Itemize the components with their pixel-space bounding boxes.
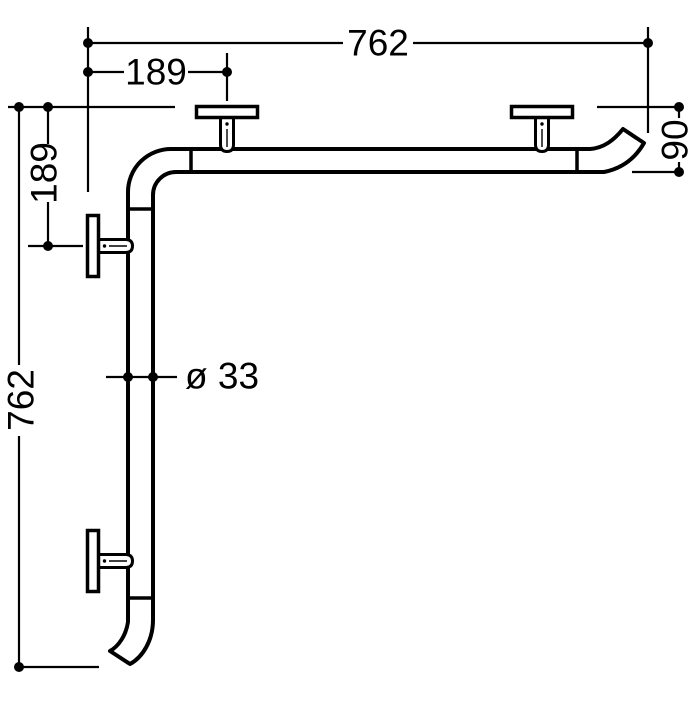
dimension-endpoint-dot <box>222 67 232 77</box>
dimension-endpoint-dot <box>14 662 24 672</box>
wall-flange-top-1 <box>194 104 260 154</box>
flange-plate <box>85 213 101 279</box>
dim-top-flange-offset-label: 189 <box>125 52 187 93</box>
flange-plate <box>194 104 260 120</box>
dimension-endpoint-dot <box>83 67 93 77</box>
dim-height-total-label: 762 <box>1 369 42 431</box>
dimension-endpoint-dot <box>14 102 24 112</box>
flange-plate <box>85 528 101 594</box>
flange-center-mark <box>102 559 107 563</box>
dim-tube-diameter: ø 33 <box>106 356 259 397</box>
dimension-endpoint-dot <box>674 102 684 112</box>
dimension-endpoint-dot <box>83 38 93 48</box>
dim-left-flange-offset: 189 <box>24 102 83 251</box>
dim-height-total: 762 <box>1 102 42 672</box>
dimension-annotations: 762 189 189 762 <box>1 23 696 672</box>
wall-flange-left-2 <box>85 528 135 594</box>
dim-width-total: 762 <box>83 23 653 192</box>
grab-bar <box>108 127 646 666</box>
dim-end-to-wall-label: 90 <box>655 119 696 160</box>
dimension-endpoint-dot <box>43 241 53 251</box>
grab-bar-tube-outline <box>108 127 646 666</box>
flange-center-mark <box>102 244 107 248</box>
dimension-endpoint-dot <box>674 167 684 177</box>
dim-left-flange-offset-label: 189 <box>24 142 65 204</box>
dimension-endpoint-dot <box>643 38 653 48</box>
flange-center-mark <box>225 122 229 126</box>
flange-plate <box>509 104 575 120</box>
dim-tube-diameter-label: ø 33 <box>185 356 259 397</box>
dim-top-flange-offset: 189 <box>83 52 232 101</box>
dim-end-to-wall: 90 <box>632 102 696 177</box>
dimension-endpoint-dot <box>148 372 158 382</box>
dimension-endpoint-dot <box>43 102 53 112</box>
dim-width-total-label: 762 <box>347 23 409 64</box>
flange-center-mark <box>540 122 544 126</box>
wall-flange-left-1 <box>85 213 135 279</box>
dimension-endpoint-dot <box>123 372 133 382</box>
wall-flange-top-2 <box>509 104 575 154</box>
